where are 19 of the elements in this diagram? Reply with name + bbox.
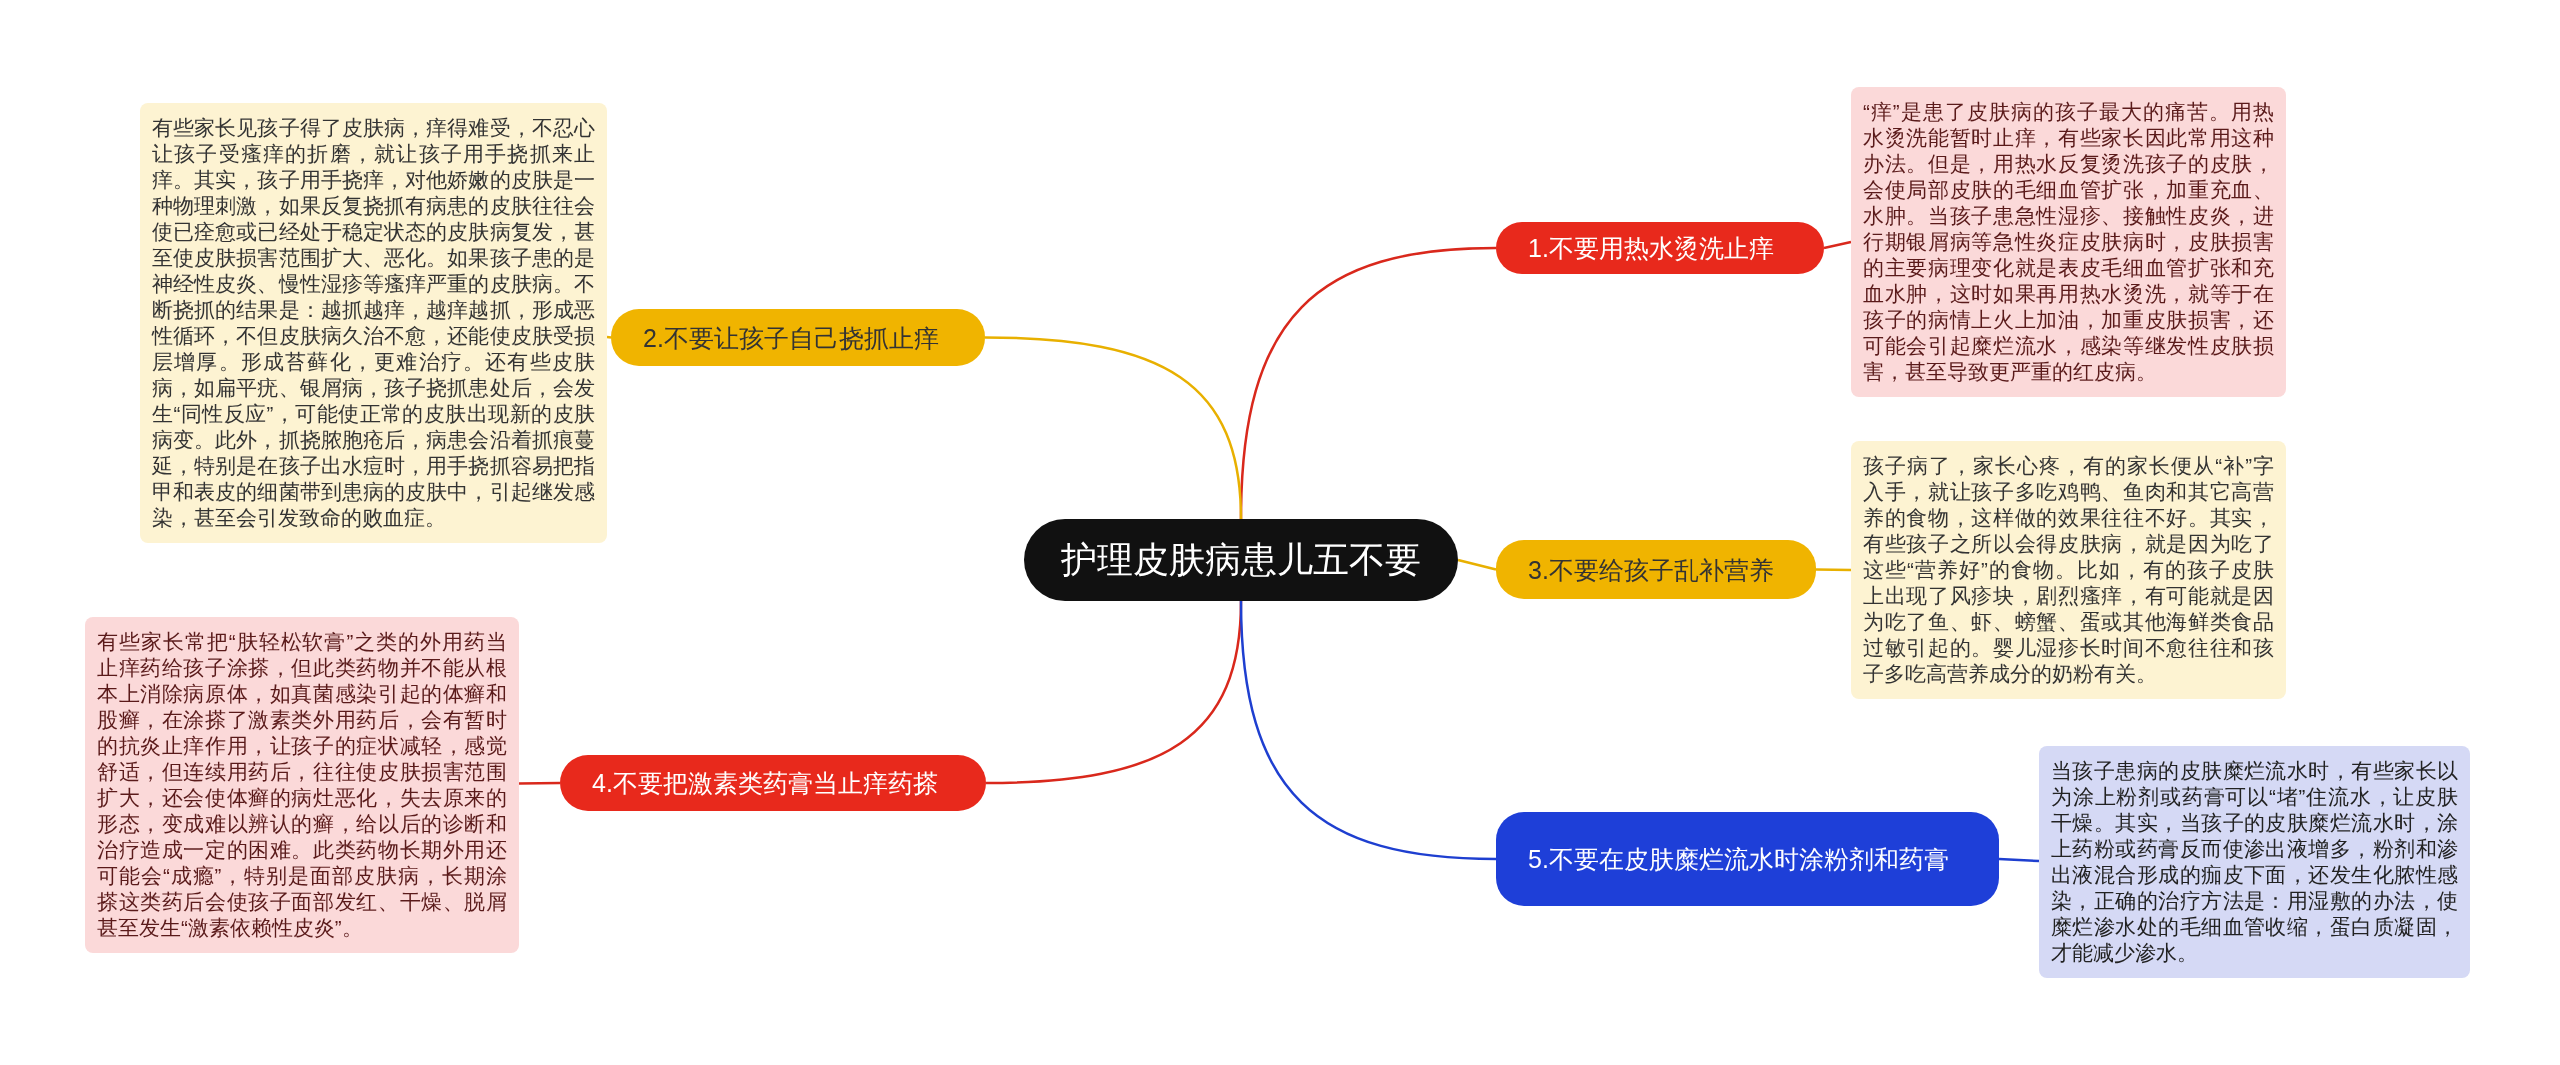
topic-box: 5.不要在皮肤糜烂流水时涂粉剂和药膏 bbox=[1496, 812, 1999, 906]
topic-box: 3.不要给孩子乱补营养 bbox=[1496, 540, 1816, 599]
topic-box: 4.不要把激素类药膏当止痒药搽 bbox=[560, 755, 986, 811]
connector-line bbox=[1998, 857, 2040, 863]
note-box: 当孩子患病的皮肤糜烂流水时，有些家长以为涂上粉剂或药膏可以“堵”住流水，让皮肤干燥。其实，当孩子的皮肤糜烂流水时，涂上药粉或药膏反而使渗出液增多，粉剂和渗出液混合形成的痂皮下面，还发生化脓性感染，正确的治疗方法是：用湿敷的办法，使糜烂渗水处的毛细血管收缩，蛋白质凝固，才能减少渗水。 bbox=[2039, 746, 2470, 978]
connector-line bbox=[1816, 568, 1851, 572]
connector-line bbox=[519, 781, 560, 785]
topic-box: 1.不要用热水烫洗止痒 bbox=[1496, 222, 1824, 274]
connector-line bbox=[606, 335, 612, 339]
connector-line bbox=[984, 336, 1243, 520]
note-box: 孩子病了，家长心疼，有的家长便从“补”字入手，就让孩子多吃鸡鸭、鱼肉和其它高营养的食物，这样做的效果往往不好。其实，有些孩子之所以会得皮肤病，就是因为吃了这些“营养好”的食物。比如，有的孩子皮肤上出现了风疹块，剧烈瘙痒，有可能就是因为吃了鱼、虾、螃蟹、蛋或其他海鲜类食品过敏引起的。婴儿湿疹长时间不愈往往和孩子多吃高营养成分的奶粉有关。 bbox=[1851, 441, 2286, 699]
note-box: “痒”是患了皮肤病的孩子最大的痛苦。用热水烫洗能暂时止痒，有些家长因此常用这种办法。但是，用热水反复烫洗孩子的皮肤，会使局部皮肤的毛细血管扩张，加重充血、水肿。当孩子患急性湿疹、接触性皮炎，进行期银屑病等急性炎症皮肤病时，皮肤损害的主要病理变化就是表皮毛细血管扩张和充血水肿，这时如果再用热水烫洗，就等于在孩子的病情上火上加油，加重皮肤损害，还可能会引起糜烂流水，感染等继发性皮肤损害，甚至导致更严重的红皮病。 bbox=[1851, 87, 2286, 397]
connector-line bbox=[1823, 240, 1852, 250]
connector-line bbox=[1239, 600, 1497, 861]
topic-box: 2.不要让孩子自己挠抓止痒 bbox=[611, 309, 985, 366]
note-box: 有些家长见孩子得了皮肤病，痒得难受，不忍心让孩子受瘙痒的折磨，就让孩子用手挠抓来止痒。其实，孩子用手挠痒，对他娇嫩的皮肤是一种物理刺激，如果反复挠抓有病患的皮肤往往会使已痊愈或已经处于稳定状态的皮肤病复发，甚至使皮肤损害范围扩大、恶化。如果孩子患的是神经性皮炎、慢性湿疹等瘙痒严重的皮肤病。不断挠抓的结果是：越抓越痒，越痒越抓，形成恶性循环，不但皮肤病久治不愈，还能使皮肤受损层增厚。形成苔藓化，更难治疗。还有些皮肤病，如扁平疣、银屑病，孩子挠抓患处后，会发生“同性反应”，可能使正常的皮肤出现新的皮肤病变。此外，抓挠脓胞疮后，病患会沿着抓痕蔓延，特别是在孩子出水痘时，用手挠抓容易把指甲和表皮的细菌带到患病的皮肤中，引起继发感染，甚至会引发致命的败血症。 bbox=[140, 103, 607, 543]
note-box: 有些家长常把“肤轻松软膏”之类的外用药当止痒药给孩子涂搽，但此类药物并不能从根本上消除病原体，如真菌感染引起的体癣和股癣，在涂搽了激素类外用药后，会有暂时的抗炎止痒作用，让孩子的症状减轻，感觉舒适，但连续用药后，往往使皮肤损害范围扩大，还会使体癣的病灶恶化，失去原来的形态，变成难以辨认的癣，给以后的诊断和治疗造成一定的困难。此类药物长期外用还可能会“成瘾”，特别是面部皮肤病，长期涂搽这类药后会使孩子面部发红、干燥、脱屑甚至发生“激素依赖性皮炎”。 bbox=[85, 617, 519, 953]
connector-line bbox=[1457, 558, 1497, 571]
central-topic: 护理皮肤病患儿五不要 bbox=[1024, 519, 1458, 601]
